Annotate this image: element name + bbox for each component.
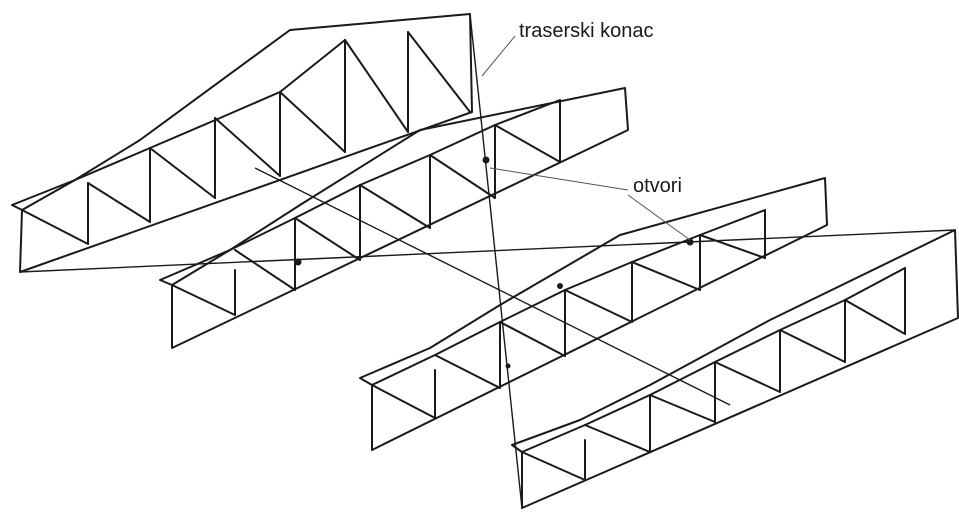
tracing-thread-diagonal [254, 167, 731, 406]
holes-leader-1 [489, 167, 629, 191]
hole [294, 258, 302, 266]
holes-label: otvori [633, 175, 682, 197]
hole [505, 363, 511, 369]
frame-2-outline [159, 87, 629, 349]
hole [686, 238, 694, 246]
tracing-thread-horizontal [19, 229, 956, 273]
frame-4-outline [511, 229, 959, 509]
hole [482, 156, 490, 164]
frame-1-upper-chord [21, 39, 346, 211]
hole [557, 283, 563, 289]
tracing-threads [19, 13, 956, 509]
tracing-thread-label: traserski konac [519, 20, 654, 42]
thread-leader [481, 35, 516, 77]
tracing-thread-vertical [469, 13, 523, 509]
holes-leader-2 [627, 194, 691, 241]
frame-4 [511, 229, 959, 509]
frame-1-outline [11, 13, 473, 273]
frame-2 [159, 87, 629, 349]
holes [294, 156, 694, 369]
frame-1 [11, 13, 473, 273]
leader-lines [481, 35, 691, 241]
